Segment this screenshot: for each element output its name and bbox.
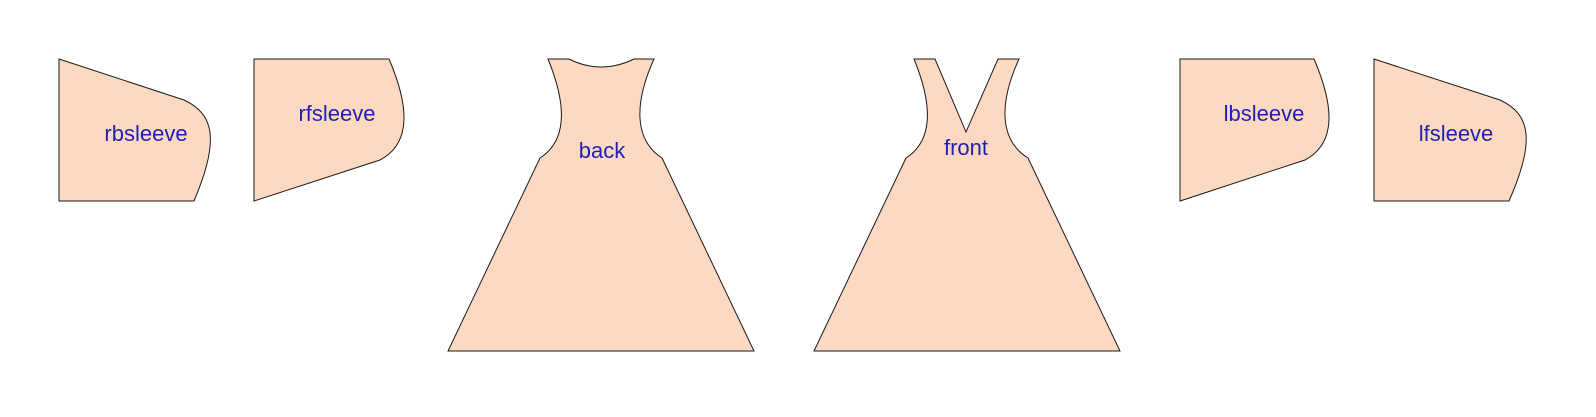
rbsleeve-outline [58, 58, 211, 202]
rfsleeve-label: rfsleeve [298, 101, 375, 126]
piece-rbsleeve: rbsleeve [58, 58, 211, 202]
back-label: back [579, 138, 626, 163]
lbsleeve-label: lbsleeve [1224, 101, 1305, 126]
piece-back: back [447, 58, 755, 352]
piece-rfsleeve: rfsleeve [253, 58, 405, 202]
lbsleeve-outline [1179, 58, 1330, 202]
rbsleeve-label: rbsleeve [104, 121, 187, 146]
front-outline [813, 58, 1121, 352]
lfsleeve-outline [1373, 58, 1527, 202]
back-outline [447, 58, 755, 352]
front-label: front [944, 135, 988, 160]
lfsleeve-label: lfsleeve [1419, 121, 1494, 146]
rfsleeve-outline [253, 58, 405, 202]
piece-front: front [813, 58, 1121, 352]
piece-lfsleeve: lfsleeve [1373, 58, 1527, 202]
piece-lbsleeve: lbsleeve [1179, 58, 1330, 202]
